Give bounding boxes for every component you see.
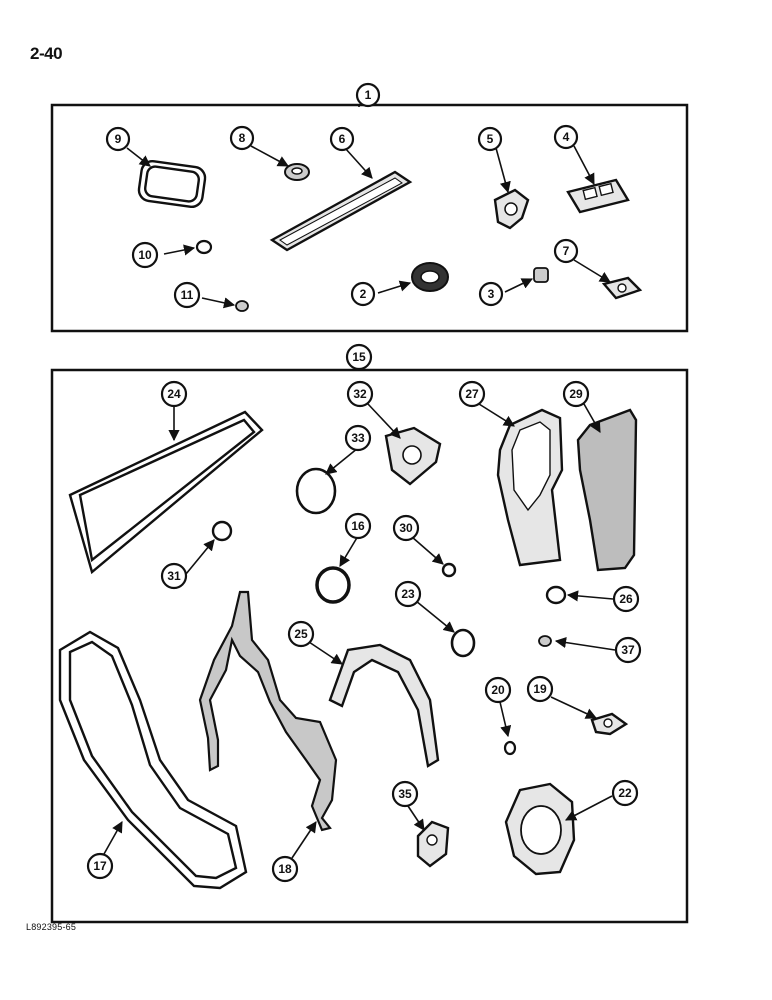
svg-text:16: 16 [351, 519, 365, 533]
part-26-ring [545, 585, 567, 605]
page-number: 2-40 [30, 44, 63, 63]
part-4-double-port-gasket [566, 178, 630, 214]
svg-text:35: 35 [398, 787, 412, 801]
svg-text:18: 18 [278, 862, 292, 876]
svg-text:17: 17 [93, 859, 107, 873]
svg-text:1: 1 [365, 88, 372, 102]
part-37-nut [538, 635, 552, 647]
callout-7: 7 [553, 238, 579, 264]
figure-reference: L892395-65 [26, 922, 77, 932]
svg-text:10: 10 [138, 248, 152, 262]
callout-19: 19 [526, 675, 554, 703]
callout-31: 31 [160, 562, 188, 590]
part-5-flange-gasket [493, 188, 530, 230]
callout-23: 23 [394, 580, 422, 608]
callout-3: 3 [478, 281, 504, 307]
callout-5: 5 [477, 126, 503, 152]
svg-text:11: 11 [181, 288, 194, 302]
callout-35: 35 [391, 780, 419, 808]
part-29-cover-gasket [576, 408, 638, 572]
svg-text:31: 31 [167, 569, 181, 583]
callout-6: 6 [329, 126, 355, 152]
svg-text:4: 4 [563, 130, 570, 144]
part-31-ring [211, 520, 233, 542]
callout-8: 8 [229, 125, 255, 151]
svg-text:32: 32 [353, 387, 367, 401]
callout-26: 26 [612, 585, 640, 613]
part-3-grommet [533, 267, 549, 283]
svg-text:33: 33 [351, 431, 365, 445]
part-25-arch-gasket [328, 643, 440, 768]
part-35-gasket [416, 820, 450, 868]
part-7-flat-gasket [601, 276, 643, 300]
callout-2: 2 [350, 281, 376, 307]
svg-text:30: 30 [399, 521, 413, 535]
svg-text:15: 15 [352, 350, 366, 364]
svg-text:7: 7 [563, 244, 570, 258]
svg-text:20: 20 [491, 683, 505, 697]
callout-30: 30 [392, 514, 420, 542]
svg-text:23: 23 [401, 587, 415, 601]
callout-25: 25 [287, 620, 315, 648]
callout-1: 1 [355, 82, 381, 108]
part-33-o-ring [295, 467, 337, 515]
svg-text:29: 29 [569, 387, 583, 401]
svg-text:19: 19 [533, 682, 547, 696]
part-11-clip [235, 300, 249, 312]
callout-17: 17 [86, 852, 114, 880]
part-8-seal [284, 163, 310, 181]
callout-29: 29 [562, 380, 590, 408]
callout-37: 37 [614, 636, 642, 664]
svg-text:25: 25 [294, 627, 308, 641]
part-17-gear-housing-gasket [58, 630, 248, 890]
svg-text:22: 22 [618, 786, 632, 800]
part-16-ring [315, 566, 351, 604]
part-6-rocker-cover-gasket [269, 170, 413, 252]
part-20-ring [503, 740, 517, 756]
part-27-cover-gasket [496, 408, 564, 567]
callout-32: 32 [346, 380, 374, 408]
svg-text:6: 6 [339, 132, 346, 146]
callout-33: 33 [344, 424, 372, 452]
callout-22: 22 [611, 779, 639, 807]
svg-text:2: 2 [360, 287, 367, 301]
callout-9: 9 [105, 126, 131, 152]
svg-text:24: 24 [167, 387, 181, 401]
part-10-ring [195, 239, 213, 255]
part-2-oil-seal [411, 262, 449, 292]
callout-15: 15 [345, 343, 373, 371]
svg-text:8: 8 [239, 131, 246, 145]
callout-20: 20 [484, 676, 512, 704]
svg-text:5: 5 [487, 132, 494, 146]
part-24-oil-pan-gasket [68, 410, 264, 575]
svg-text:3: 3 [488, 287, 495, 301]
callout-18: 18 [271, 855, 299, 883]
part-32-plate-gasket [384, 426, 442, 486]
part-19-flange-gasket [590, 712, 629, 736]
svg-text:37: 37 [621, 643, 635, 657]
svg-text:27: 27 [465, 387, 479, 401]
svg-text:9: 9 [115, 132, 122, 146]
callout-16: 16 [344, 512, 372, 540]
callout-24: 24 [160, 380, 188, 408]
part-23-o-ring [450, 628, 476, 658]
part-30-ring [441, 562, 457, 578]
callout-11: 11 [173, 281, 201, 309]
kit-15-panel [50, 368, 689, 924]
part-22-round-gasket [504, 782, 576, 876]
callout-4: 4 [553, 124, 579, 150]
callout-27: 27 [458, 380, 486, 408]
part-9-square-seal [137, 159, 207, 209]
part-18-timing-cover-gasket [198, 590, 338, 832]
svg-text:26: 26 [619, 592, 633, 606]
callout-10: 10 [131, 241, 159, 269]
